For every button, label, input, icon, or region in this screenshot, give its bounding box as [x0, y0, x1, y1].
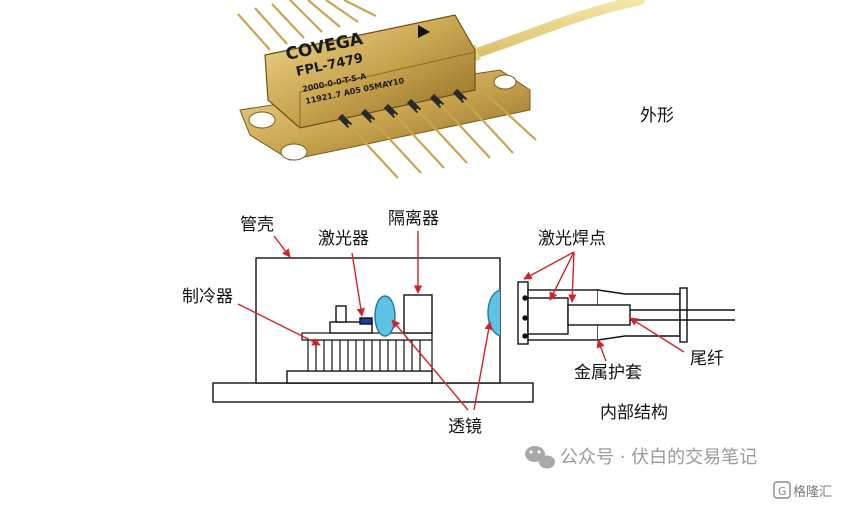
watermark: 公众号 · 伏白的交易笔记 G 格隆汇 — [525, 446, 832, 500]
package-body-front — [264, 14, 476, 129]
label-cooler: 制冷器 — [182, 287, 233, 307]
corner-watermark: 格隆汇 — [793, 484, 832, 500]
internal-lens — [374, 295, 396, 337]
label-housing: 管壳 — [240, 215, 274, 235]
laser-chip — [359, 317, 373, 325]
label-isolator: 隔离器 — [388, 209, 439, 229]
svg-text:G: G — [778, 485, 787, 498]
cooler-base — [286, 370, 433, 384]
diagram-labels: 管壳 激光器 隔离器 制冷器 激光焊点 透镜 金属护套 尾纤 内部结构 — [182, 209, 724, 437]
wechat-icon — [525, 446, 555, 469]
laser-mount — [329, 321, 373, 334]
watermark-text: 公众号 · 伏白的交易笔记 — [560, 447, 757, 468]
top-pins — [237, 0, 377, 51]
package-photo: COVEGA FPL-7479 2000-0-0-T-S-A 11921.7 A… — [237, 0, 674, 179]
diagram-caption: 内部结构 — [600, 403, 668, 423]
isolator-block — [403, 294, 433, 334]
fiber-coupling — [517, 281, 735, 345]
internal-structure-diagram — [212, 257, 735, 403]
label-metal-sleeve: 金属护套 — [574, 363, 642, 383]
base-plate — [212, 382, 534, 403]
label-weld-points: 激光焊点 — [538, 229, 606, 249]
laser-post — [335, 305, 347, 323]
leader-lines — [237, 231, 685, 411]
cooler-fins — [301, 332, 433, 372]
bottom-pins — [337, 88, 537, 179]
label-laser: 激光器 — [318, 229, 369, 249]
label-lens: 透镜 — [448, 417, 482, 437]
photo-caption: 外形 — [640, 106, 674, 126]
fiber-pigtail-photo — [465, 0, 645, 60]
package-triangle-mark — [418, 25, 430, 38]
label-pigtail: 尾纤 — [690, 349, 724, 369]
corner-logo-icon: G — [773, 481, 791, 499]
